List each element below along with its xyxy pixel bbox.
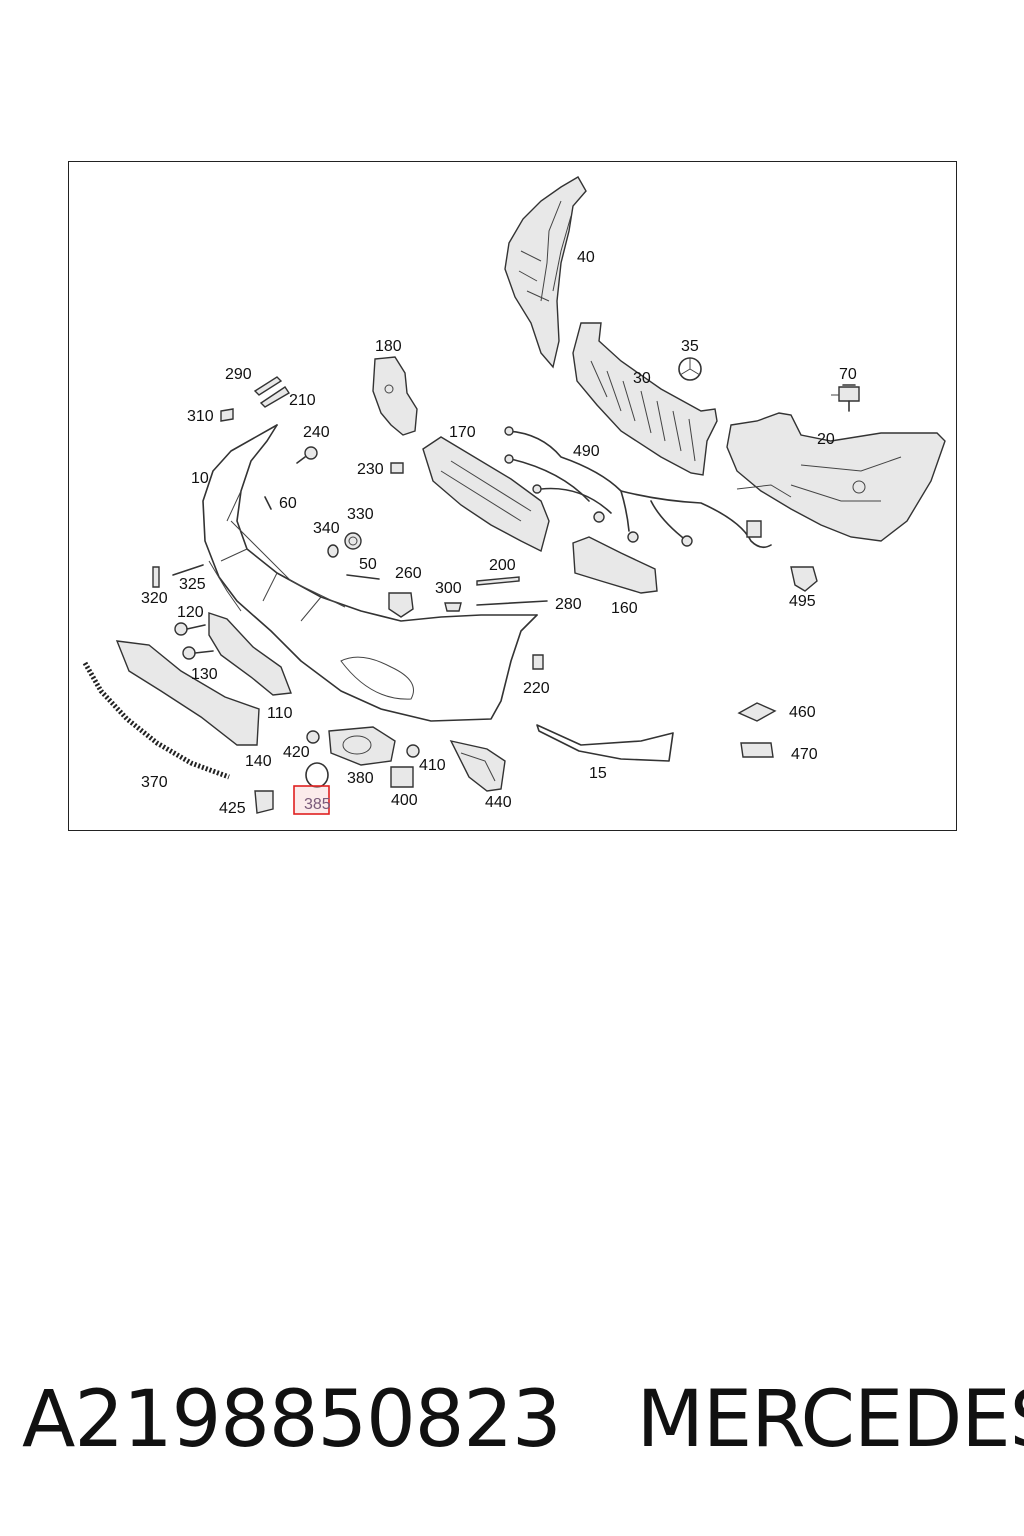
part-50-strip bbox=[346, 574, 380, 580]
callout-160: 160 bbox=[611, 600, 638, 617]
callout-220: 220 bbox=[523, 680, 550, 697]
callout-410: 410 bbox=[419, 757, 446, 774]
part-260-cap bbox=[388, 592, 414, 618]
part-230-clip bbox=[390, 462, 404, 474]
callout-130: 130 bbox=[191, 666, 218, 683]
part-40-bracket bbox=[504, 176, 587, 369]
part-320-clip bbox=[152, 566, 160, 588]
callout-20: 20 bbox=[817, 431, 835, 448]
callout-240: 240 bbox=[303, 424, 330, 441]
parts-diagram-frame: 40 35 30 70 20 180 290 210 310 240 170 4… bbox=[68, 161, 957, 831]
part-470-clip bbox=[740, 742, 774, 758]
part-15-trim bbox=[536, 724, 674, 762]
part-280-strip bbox=[476, 600, 548, 606]
part-340-ring bbox=[327, 544, 339, 558]
callout-140: 140 bbox=[245, 753, 272, 770]
brand-name: MERCEDES bbox=[636, 1375, 1024, 1465]
callout-440: 440 bbox=[485, 794, 512, 811]
callout-70: 70 bbox=[839, 366, 857, 383]
callout-320: 320 bbox=[141, 590, 168, 607]
part-200-strip bbox=[476, 576, 520, 586]
part-160-bracket bbox=[572, 536, 658, 594]
part-310-clip bbox=[220, 408, 234, 422]
part-35-emblem bbox=[678, 357, 702, 381]
part-300-clip bbox=[444, 602, 462, 612]
callout-340: 340 bbox=[313, 520, 340, 537]
part-30-beam bbox=[572, 322, 718, 476]
callout-280: 280 bbox=[555, 596, 582, 613]
callout-385[interactable]: 385 bbox=[304, 796, 331, 813]
part-325-rod bbox=[172, 564, 204, 576]
callout-60: 60 bbox=[279, 495, 297, 512]
callout-210: 210 bbox=[289, 392, 316, 409]
callout-50: 50 bbox=[359, 556, 377, 573]
callout-490: 490 bbox=[573, 443, 600, 460]
part-330-sensor bbox=[344, 532, 362, 550]
bumper-exploded-diagram: 40 35 30 70 20 180 290 210 310 240 170 4… bbox=[82, 176, 946, 817]
callout-200: 200 bbox=[489, 557, 516, 574]
part-60-trim bbox=[264, 496, 272, 510]
part-410-screw bbox=[406, 744, 420, 758]
part-460-clip bbox=[737, 702, 777, 722]
callout-30: 30 bbox=[633, 370, 651, 387]
callout-40: 40 bbox=[577, 249, 595, 266]
callout-35: 35 bbox=[681, 338, 699, 355]
part-number: A2198850823 bbox=[22, 1375, 562, 1465]
part-70-bolt bbox=[831, 384, 860, 412]
part-400-plate bbox=[390, 766, 414, 788]
callout-495: 495 bbox=[789, 593, 816, 610]
callout-460: 460 bbox=[789, 704, 816, 721]
callout-110: 110 bbox=[267, 705, 293, 722]
callout-310: 310 bbox=[187, 408, 214, 425]
callout-380: 380 bbox=[347, 770, 374, 787]
part-caption: A2198850823 MERCEDES bbox=[22, 1370, 1024, 1470]
callout-10: 10 bbox=[191, 470, 209, 487]
callout-425: 425 bbox=[219, 800, 246, 817]
part-370-grille bbox=[82, 661, 230, 780]
part-425-clip bbox=[254, 790, 274, 814]
part-120-screw bbox=[174, 622, 206, 636]
part-385-ring[interactable] bbox=[305, 762, 329, 788]
callout-120: 120 bbox=[177, 604, 204, 621]
part-290-clip bbox=[253, 376, 283, 396]
callout-180: 180 bbox=[375, 338, 402, 355]
callout-260: 260 bbox=[395, 565, 422, 582]
callout-15: 15 bbox=[589, 765, 607, 782]
part-20-bracket bbox=[726, 412, 946, 542]
callout-290: 290 bbox=[225, 366, 252, 383]
part-110-license-bracket bbox=[208, 612, 292, 696]
highlight-box bbox=[293, 785, 330, 815]
part-170-absorber bbox=[422, 436, 550, 553]
part-10-bumper-cover bbox=[202, 424, 538, 722]
part-240-screw bbox=[296, 446, 318, 464]
callout-325: 325 bbox=[179, 576, 206, 593]
callout-300: 300 bbox=[435, 580, 462, 597]
callout-400: 400 bbox=[391, 792, 418, 809]
callout-170: 170 bbox=[449, 424, 476, 441]
part-140-spoiler bbox=[115, 640, 260, 746]
part-130-screw bbox=[182, 646, 214, 660]
part-220-clip bbox=[532, 654, 544, 670]
callout-420: 420 bbox=[283, 744, 310, 761]
callout-230: 230 bbox=[357, 461, 384, 478]
part-490-harness bbox=[504, 426, 772, 549]
part-495-rivet bbox=[790, 566, 818, 592]
part-420-nut bbox=[306, 730, 320, 744]
callout-470: 470 bbox=[791, 746, 818, 763]
callout-370: 370 bbox=[141, 774, 168, 791]
part-440-frame bbox=[449, 739, 506, 792]
part-210-clip bbox=[259, 386, 290, 408]
callout-330: 330 bbox=[347, 506, 374, 523]
part-180-bracket bbox=[372, 356, 418, 436]
part-380-fog-cover bbox=[328, 726, 396, 766]
